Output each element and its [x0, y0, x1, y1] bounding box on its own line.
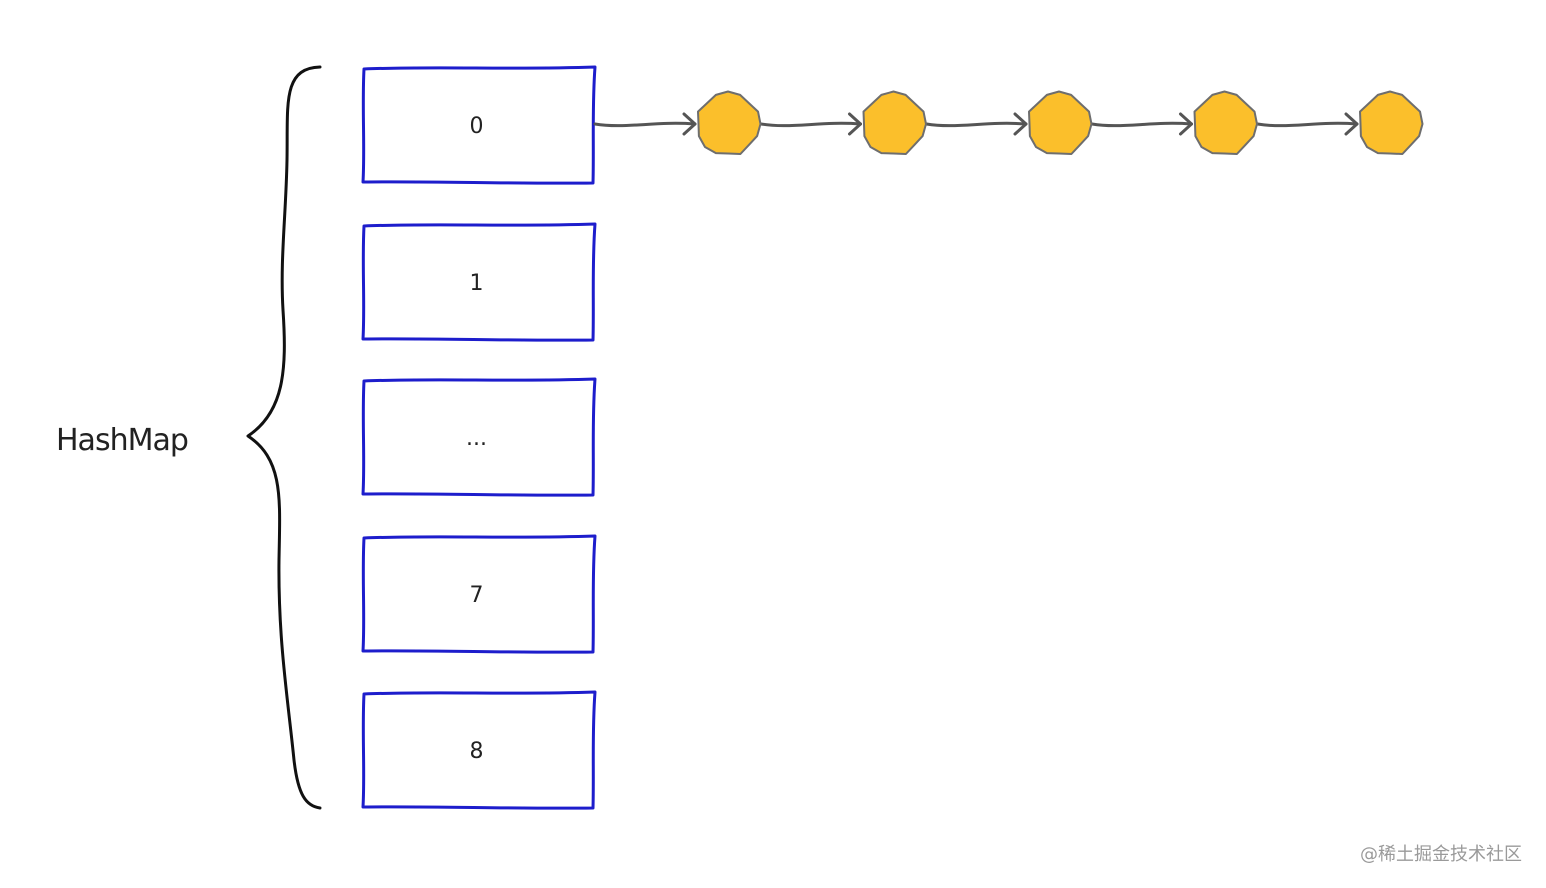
bucket-label: ...: [466, 426, 487, 451]
bucket-box: [361, 222, 597, 342]
curly-brace: [246, 65, 322, 810]
bucket-1: 1: [361, 222, 597, 342]
arrow-head: [1013, 112, 1028, 136]
chain-arrow: [1090, 121, 1193, 128]
chain-arrow: [925, 121, 1028, 128]
chain-node: [1028, 90, 1093, 155]
bucket-label: 7: [470, 583, 484, 608]
chain-node: [1193, 90, 1258, 155]
hashmap-label: HashMap: [56, 423, 188, 458]
chain-arrow: [1256, 121, 1359, 128]
arrow-head: [848, 112, 862, 136]
arrow-head: [1344, 112, 1359, 136]
chain-node: [862, 90, 927, 155]
arrow-head: [682, 112, 697, 136]
bucket-box: [361, 534, 597, 654]
bucket-label: 1: [470, 271, 484, 296]
bucket-box: [361, 377, 597, 497]
chain-node: [1359, 90, 1424, 155]
chain-node: [697, 90, 762, 155]
bucket-label: 0: [470, 114, 484, 139]
chain-arrow: [759, 121, 862, 128]
chain-arrow: [593, 121, 697, 128]
bucket-box: [361, 65, 597, 185]
linked-list-chain: [593, 90, 1424, 155]
watermark-text: @稀土掘金技术社区: [1360, 844, 1522, 865]
bucket-box: [361, 690, 597, 810]
bucket-4: 8: [361, 690, 597, 810]
bucket-0: 0: [361, 65, 597, 185]
arrow-head: [1179, 112, 1193, 136]
bucket-3: 7: [361, 534, 597, 654]
bucket-array: 0 1... 7 8: [361, 65, 597, 810]
bucket-2: ...: [361, 377, 597, 497]
bucket-label: 8: [470, 739, 484, 764]
